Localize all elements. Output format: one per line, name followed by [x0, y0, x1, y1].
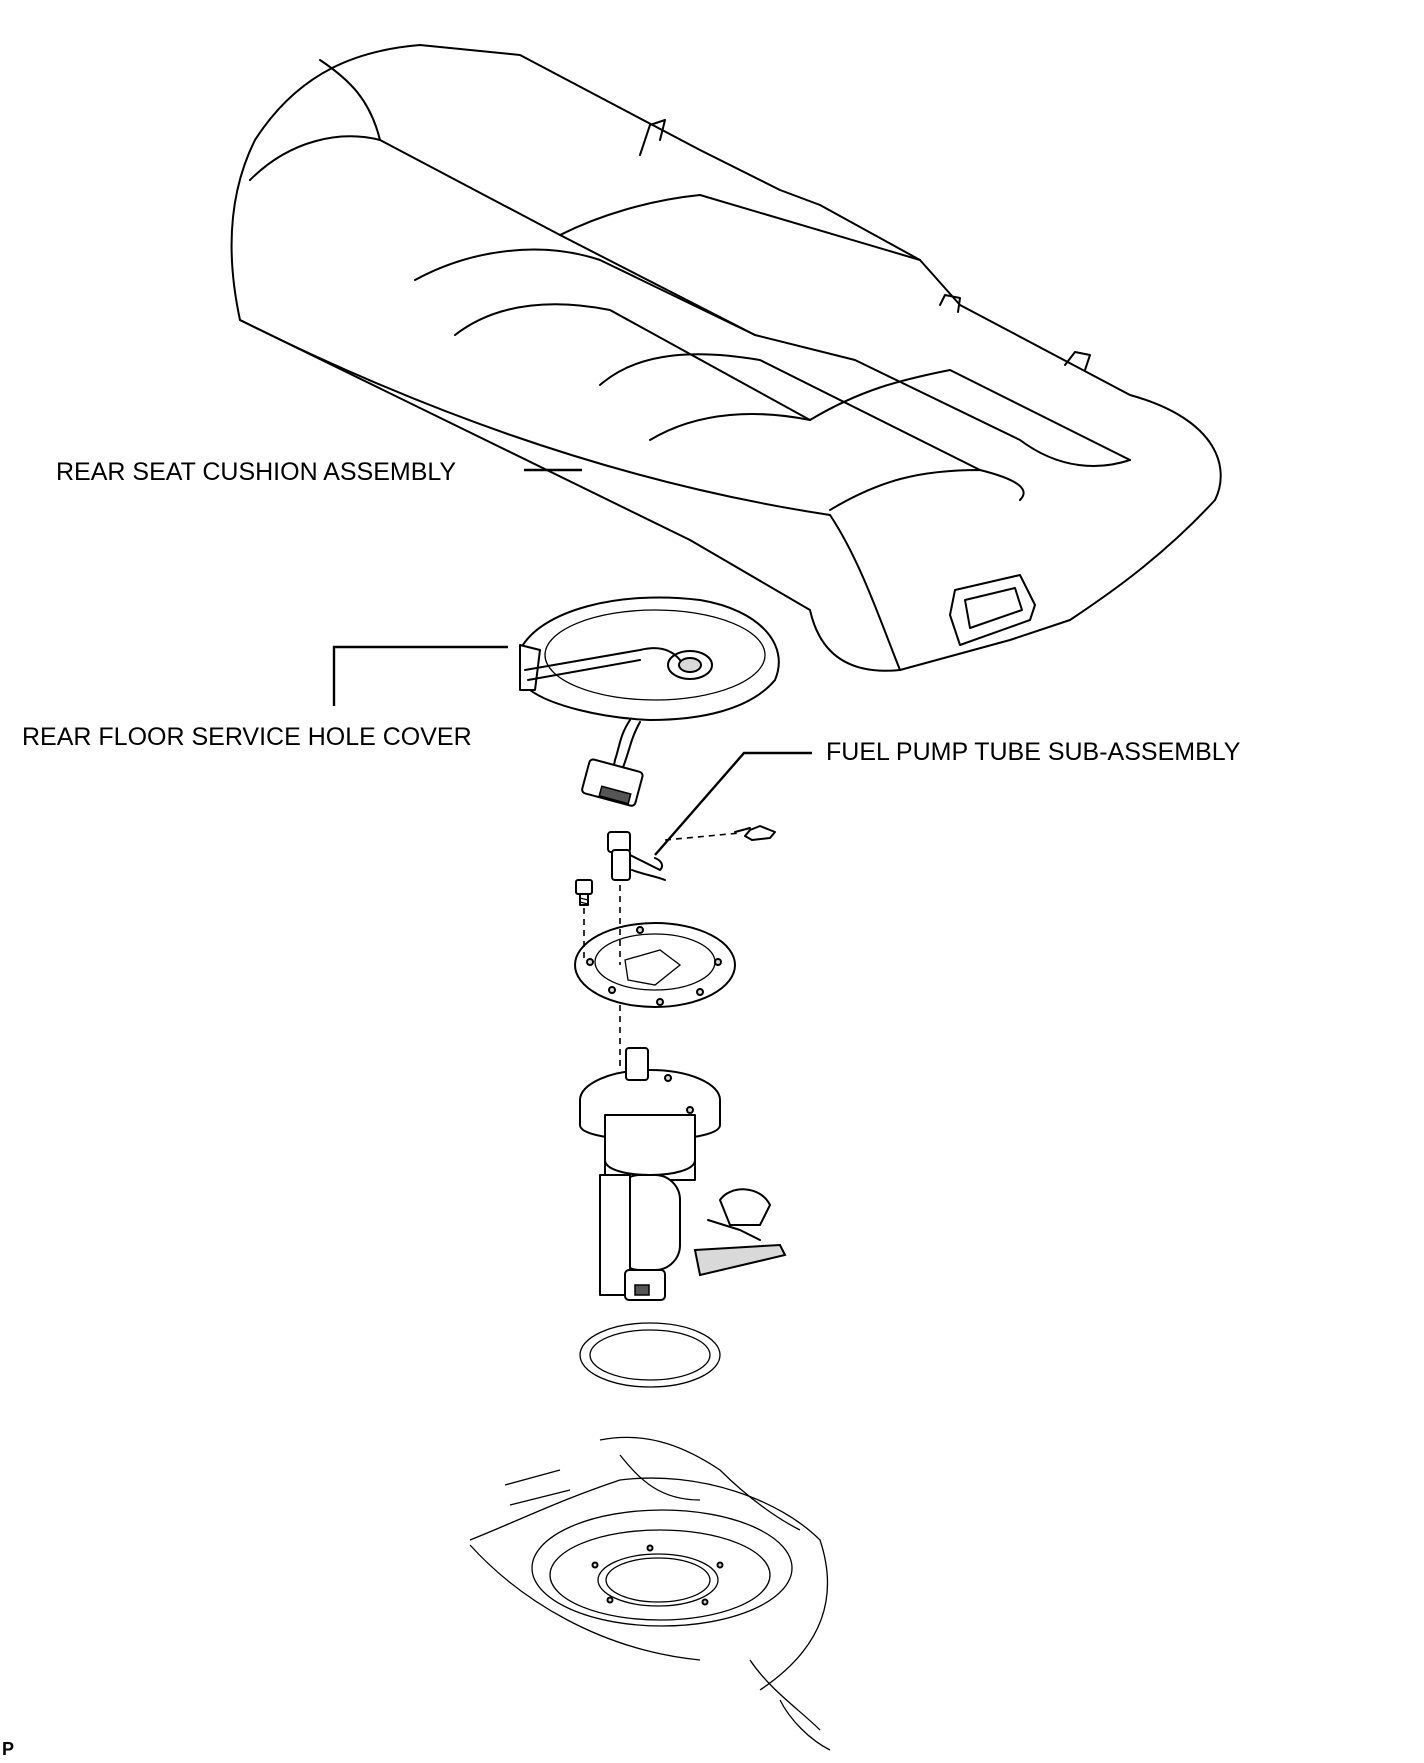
rear-seat-cushion-label: REAR SEAT CUSHION ASSEMBLY	[56, 458, 457, 486]
fuel-pump-tube-label: FUEL PUMP TUBE SUB-ASSEMBLY	[826, 738, 1241, 766]
fuel-tank-drawing	[469, 1436, 831, 1751]
rear-seat-cushion-drawing	[230, 44, 1222, 672]
service-hole-cover-drawing	[519, 596, 780, 807]
gasket-ring-drawing	[579, 1322, 721, 1388]
fuel-pump-drawing	[579, 1047, 787, 1301]
assembly-guide-lines	[583, 832, 741, 1068]
fuel-pump-tube-drawing	[607, 825, 776, 881]
rear-floor-service-hole-cover-label: REAR FLOOR SERVICE HOLE COVER	[22, 723, 472, 751]
figure-code-label: P	[2, 1739, 15, 1759]
bolt-drawing	[575, 879, 593, 906]
leader-lines	[332, 468, 812, 856]
retainer-plate-drawing	[574, 922, 736, 1008]
